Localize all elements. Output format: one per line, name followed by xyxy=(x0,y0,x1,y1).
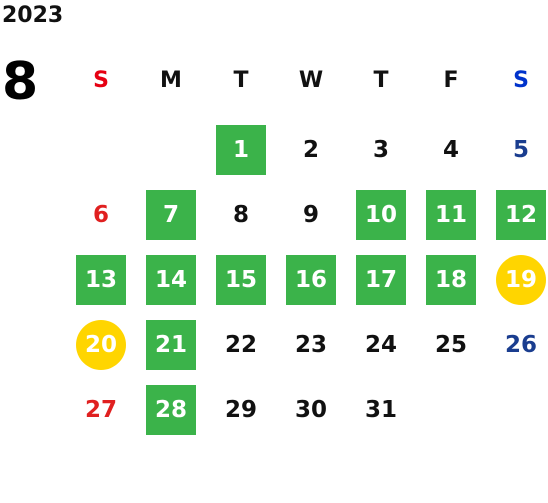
calendar-day-17[interactable]: 17 xyxy=(356,255,406,305)
calendar-day-9[interactable]: 9 xyxy=(302,202,319,228)
month-label: 8 xyxy=(2,52,39,112)
calendar-day-26[interactable]: 26 xyxy=(504,332,537,358)
weekday-header-sat: S xyxy=(513,68,529,93)
calendar-day-21[interactable]: 21 xyxy=(146,320,196,370)
calendar-day-4[interactable]: 4 xyxy=(442,137,459,163)
calendar-day-8[interactable]: 8 xyxy=(232,202,249,228)
weekday-header-wed: W xyxy=(298,68,324,93)
calendar-day-5[interactable]: 5 xyxy=(512,137,529,163)
calendar-day-18[interactable]: 18 xyxy=(426,255,476,305)
calendar-day-28[interactable]: 28 xyxy=(146,385,196,435)
weekday-header-fri: F xyxy=(443,68,459,93)
calendar-day-11[interactable]: 11 xyxy=(426,190,476,240)
weekday-header-thu: T xyxy=(373,68,389,93)
calendar-day-14[interactable]: 14 xyxy=(146,255,196,305)
calendar-day-7[interactable]: 7 xyxy=(146,190,196,240)
weekday-header-tue: T xyxy=(233,68,249,93)
calendar-day-12[interactable]: 12 xyxy=(496,190,546,240)
calendar-day-3[interactable]: 3 xyxy=(372,137,389,163)
calendar-day-31[interactable]: 31 xyxy=(364,397,397,423)
calendar-day-30[interactable]: 30 xyxy=(294,397,327,423)
calendar-day-25[interactable]: 25 xyxy=(434,332,467,358)
calendar-day-13[interactable]: 13 xyxy=(76,255,126,305)
calendar-day-22[interactable]: 22 xyxy=(224,332,257,358)
calendar-day-24[interactable]: 24 xyxy=(364,332,397,358)
calendar-day-1[interactable]: 1 xyxy=(216,125,266,175)
year-label: 2023 xyxy=(2,3,64,28)
calendar-day-10[interactable]: 10 xyxy=(356,190,406,240)
calendar-day-2[interactable]: 2 xyxy=(302,137,319,163)
calendar-day-29[interactable]: 29 xyxy=(224,397,257,423)
calendar-day-6[interactable]: 6 xyxy=(92,202,109,228)
calendar-day-27[interactable]: 27 xyxy=(84,397,117,423)
calendar-day-15[interactable]: 15 xyxy=(216,255,266,305)
calendar-day-19[interactable]: 19 xyxy=(496,255,546,305)
weekday-header-sun: S xyxy=(93,68,109,93)
weekday-header-mon: M xyxy=(160,68,182,93)
calendar-day-23[interactable]: 23 xyxy=(294,332,327,358)
calendar-day-16[interactable]: 16 xyxy=(286,255,336,305)
calendar-day-20[interactable]: 20 xyxy=(76,320,126,370)
